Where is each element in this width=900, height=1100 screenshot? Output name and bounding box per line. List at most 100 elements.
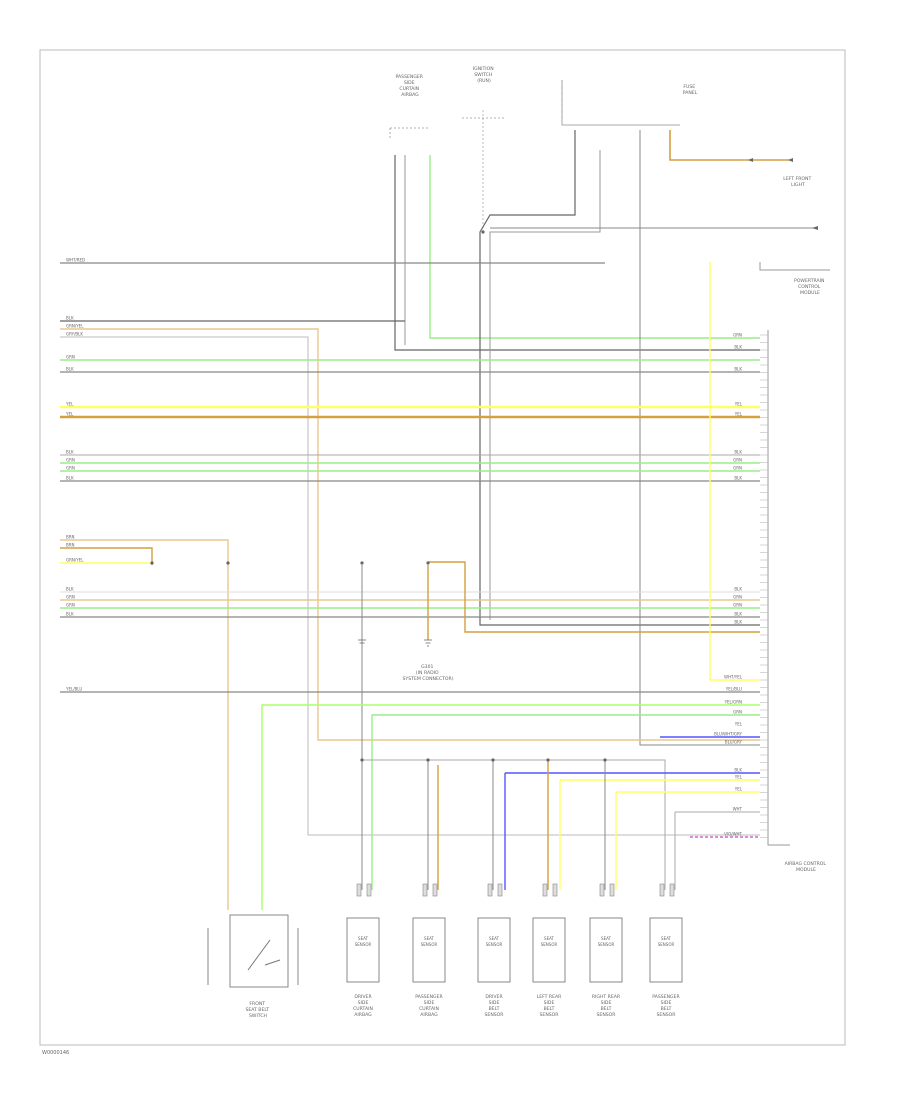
left-wire-label: GRN/YEL	[66, 558, 84, 563]
left-wire-label: BLK	[66, 587, 74, 592]
connector-pin	[609, 883, 615, 897]
pcm-bracket	[759, 262, 830, 271]
sensor-caption: DRIVER	[354, 994, 372, 1000]
left-wire-label: BRN	[66, 535, 75, 540]
splice-dot	[481, 230, 485, 234]
wire-h-4	[60, 336, 760, 836]
sensor-body	[412, 917, 446, 983]
right-wire-label: YEL/GRN	[724, 700, 742, 705]
left-wire-label: YEL/BLU	[65, 687, 82, 692]
sensor-group: SEATSENSORDRIVERSIDECURTAINAIRBAGSEATSEN…	[346, 883, 683, 1018]
sensor-inner-text: SENSOR	[598, 942, 615, 947]
sensor-caption: RIGHT REAR	[592, 994, 621, 1000]
right-wire-label: YEL/BLU	[725, 687, 742, 692]
sensor-body	[532, 917, 566, 983]
sensor-body	[477, 917, 511, 983]
right-wire-label: GRN	[733, 333, 742, 338]
connector-pin	[669, 883, 675, 897]
front-seat-belt-switch	[207, 914, 299, 988]
left-wire-labels: WHT/REDBLKGRN/YELGRY/BLKGRNBLKYELYELBLKG…	[65, 258, 85, 692]
right-wire-label: YEL	[734, 412, 743, 417]
sensor-caption: PASSENGER	[415, 994, 443, 1000]
connector-pin	[659, 883, 665, 897]
right-wire-label: BLK	[734, 768, 742, 773]
right-wire-label: BLK	[734, 587, 742, 592]
connector-pin	[422, 883, 428, 897]
sensor-caption: BELT	[601, 1006, 612, 1012]
wire-seat-2	[60, 547, 153, 565]
right-wire-label: YEL	[734, 787, 743, 792]
sensor-caption: SIDE	[661, 1000, 672, 1006]
sensor-caption: CURTAIN	[419, 1006, 439, 1012]
wire-g2	[427, 561, 760, 640]
wire-h-18	[261, 704, 760, 910]
sensor-caption: SIDE	[601, 1000, 612, 1006]
powertrain-module-label: POWERTRAIN CONTROL MODULE	[794, 278, 826, 296]
right-wire-label: WHT	[733, 807, 743, 812]
left-wire-label: BLK	[66, 612, 74, 617]
left-wire-label: GRN	[66, 603, 75, 608]
sensor-caption: AIRBAG	[420, 1012, 438, 1018]
right-wire-label: GRN	[733, 466, 742, 471]
ground-icon	[358, 639, 366, 644]
g301-label: G301 (IN RADIO SYSTEM CONNECTOR)	[403, 664, 454, 682]
splice-dots	[150, 230, 607, 762]
wire-s4b	[559, 779, 760, 890]
left-wire-label: WHT/RED	[66, 258, 85, 263]
right-wire-label: BLK	[734, 476, 742, 481]
right-wire-label: BLK	[734, 620, 742, 625]
wire-lamp	[669, 130, 790, 161]
sensor-inner-text: SEAT	[601, 936, 611, 941]
right-wire-label: BLK	[734, 450, 742, 455]
wire-seat-1	[60, 539, 229, 910]
right-wire-label: GRN	[733, 710, 742, 715]
left-wire-label: GRN	[66, 458, 75, 463]
right-wire-label: YEL	[734, 402, 743, 407]
sensor-caption: DRIVER	[485, 994, 503, 1000]
sensor-inner-text: SENSOR	[355, 942, 372, 947]
wire-h-3	[60, 328, 760, 741]
connector-pin	[366, 883, 372, 897]
splice-dot	[150, 561, 154, 565]
right-wire-labels: GRNBLKBLKYELYELBLKGRNGRNBLKBLKGRNGRNBLKB…	[714, 333, 743, 837]
airbag-module-connector	[760, 330, 790, 846]
right-wire-label: BLU/WHT/GRY	[714, 732, 742, 737]
right-wire-label: BLK	[734, 345, 742, 350]
diagram-frame	[39, 49, 846, 1046]
sensor-caption: BELT	[489, 1006, 500, 1012]
sensor-caption: AIRBAG	[354, 1012, 372, 1018]
wire-s6b	[674, 811, 760, 890]
sensor-caption: PASSENGER	[652, 994, 680, 1000]
left-wire-label: BLK	[66, 367, 74, 372]
wire-fuse-1	[479, 130, 760, 626]
left-wire-label: BRN	[66, 543, 75, 548]
sensor-inner-text: SEAT	[661, 936, 671, 941]
switch-box	[229, 914, 289, 988]
left-wire-label: GRN	[66, 355, 75, 360]
top-component-2-label: IGNITION SWITCH (RUN)	[473, 66, 495, 84]
connector-pin	[552, 883, 558, 897]
sensor-body	[346, 917, 380, 983]
left-wire-label: GRN	[66, 466, 75, 471]
connector-pin	[356, 883, 362, 897]
splice-dot	[426, 758, 430, 762]
right-wire-label: YEL	[734, 722, 743, 727]
left-wire-label: GRN	[66, 595, 75, 600]
sensor-caption: SENSOR	[540, 1012, 560, 1018]
right-wire-label: YEL	[734, 775, 743, 780]
sensor-inner-text: SEAT	[544, 936, 554, 941]
module-outline	[767, 330, 790, 846]
right-wire-label: VIO/WHT	[724, 832, 742, 837]
sensor-inner-text: SENSOR	[421, 942, 438, 947]
left-wire-label: BLK	[66, 450, 74, 455]
sensor-body	[589, 917, 623, 983]
left-wire-label: GRN/YEL	[66, 324, 84, 329]
right-wire-label: GRN	[733, 595, 742, 600]
connector-pin	[432, 883, 438, 897]
top-component-1-label: PASSENGER SIDE CURTAIN AIRBAG	[396, 74, 425, 98]
sensor-inner-text: SENSOR	[658, 942, 675, 947]
right-wire-label: BLK	[734, 612, 742, 617]
